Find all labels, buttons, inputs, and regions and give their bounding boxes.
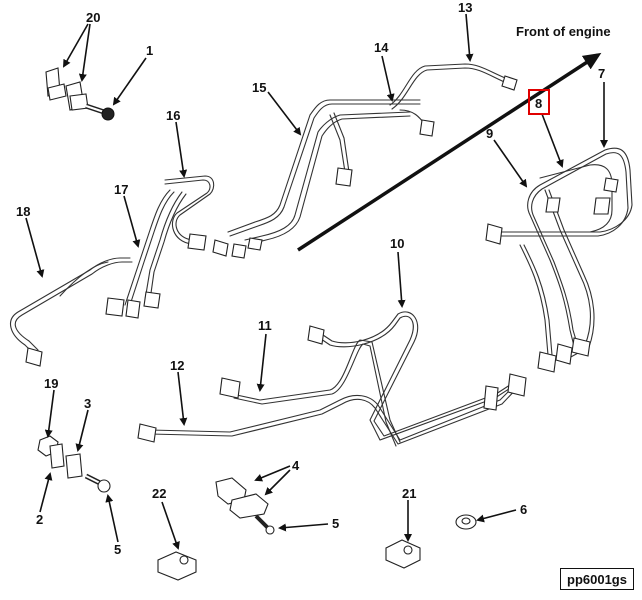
part-5-bolt-lower-left [84,473,111,493]
callout-9: 9 [486,126,493,141]
callout-21: 21 [402,486,416,501]
part-4-brackets [215,477,269,519]
figure-id-label: pp6001gs [560,568,634,590]
callout-7: 7 [598,66,605,81]
part-10-11-12-fuel-lines [137,311,527,447]
part-3-clip [49,443,83,479]
callout-17: 17 [114,182,128,197]
callout-14: 14 [374,40,389,55]
callout-16: 16 [166,108,180,123]
part-21-clamp [385,539,421,569]
callout-19: 19 [44,376,58,391]
part-7-8-9-fuel-lines [485,147,633,373]
callout-20: 20 [86,10,100,25]
callout-11: 11 [258,318,272,333]
callout-4: 4 [292,458,300,473]
part-18-fuel-line [9,257,133,367]
part-13-fuel-line [389,63,518,137]
part-1-bolt [85,103,115,121]
callout-22: 22 [152,486,166,501]
callout-8-highlight-box [528,89,550,115]
callout-5-lower-left: 5 [114,542,121,557]
callout-5-center: 5 [332,516,339,531]
part-16-17-fuel-lines [105,175,215,319]
part-20-clips [45,67,89,111]
front-of-engine-label: Front of engine [516,24,611,39]
callout-1: 1 [146,43,153,58]
callout-12: 12 [170,358,184,373]
part-14-15-fuel-lines [212,99,421,259]
leader-lines [25,13,608,550]
callout-3: 3 [84,396,91,411]
callout-8: 8 [535,96,542,111]
callout-15: 15 [252,80,266,95]
part-22-clamp [157,551,197,581]
callout-2: 2 [36,512,43,527]
callout-13: 13 [458,0,472,15]
callout-10: 10 [390,236,404,251]
front-of-engine-arrow [297,52,602,252]
callout-6: 6 [520,502,527,517]
part-5-bolt-center [254,514,275,535]
part-6-grommet [455,514,477,530]
callout-18: 18 [16,204,30,219]
